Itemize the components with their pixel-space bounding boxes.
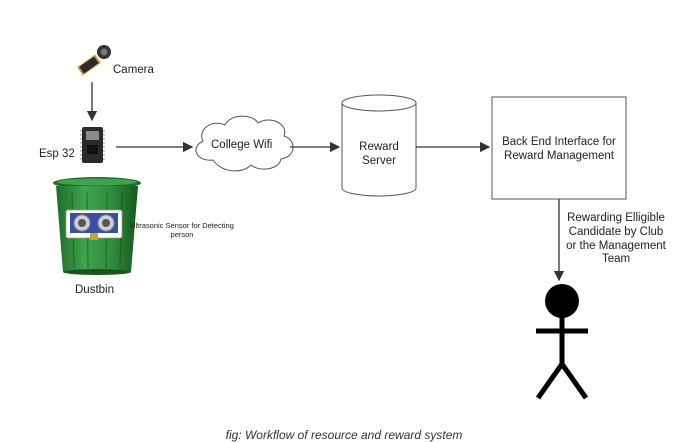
figure-caption: fig: Workflow of resource and reward sys… <box>225 428 463 442</box>
backend-label: Back End Interface for Reward Management <box>492 136 626 164</box>
dustbin-label: Dustbin <box>75 284 114 296</box>
reward-person-line3: or the Management <box>566 239 666 252</box>
reward-person-line4: Team <box>601 253 631 266</box>
reward-server-cylinder <box>341 94 417 197</box>
server-label-line2: Server <box>362 154 396 167</box>
wifi-label: College Wifi <box>211 139 273 151</box>
backend-label-line1: Back End Interface for <box>502 136 616 148</box>
sensor-label-line2: person <box>170 230 194 239</box>
reward-person-label: Rewarding Elligible Candidate by Club or… <box>559 212 673 267</box>
sensor-label: Ultrasonic Sensor for Detecting person <box>126 221 238 239</box>
backend-label-line2: Reward Management <box>504 149 614 162</box>
ultrasonic-sensor-icon <box>65 209 123 240</box>
backend-interface-box <box>491 96 627 200</box>
camera-label: Camera <box>113 64 154 76</box>
wifi-cloud-shape <box>195 115 294 172</box>
reward-person-line1: Rewarding Elligible <box>567 212 665 224</box>
person-stick-figure-icon <box>535 284 589 400</box>
reward-person-line2: Candidate by Club <box>568 225 664 238</box>
server-label: Reward Server <box>342 141 416 169</box>
server-label-line1: Reward <box>359 141 399 153</box>
esp32-label: Esp 32 <box>39 148 75 160</box>
sensor-label-line1: Ultrasonic Sensor for Detecting <box>130 221 234 230</box>
dustbin-icon <box>53 177 141 275</box>
camera-icon <box>77 45 111 76</box>
esp32-board-icon <box>80 127 105 163</box>
